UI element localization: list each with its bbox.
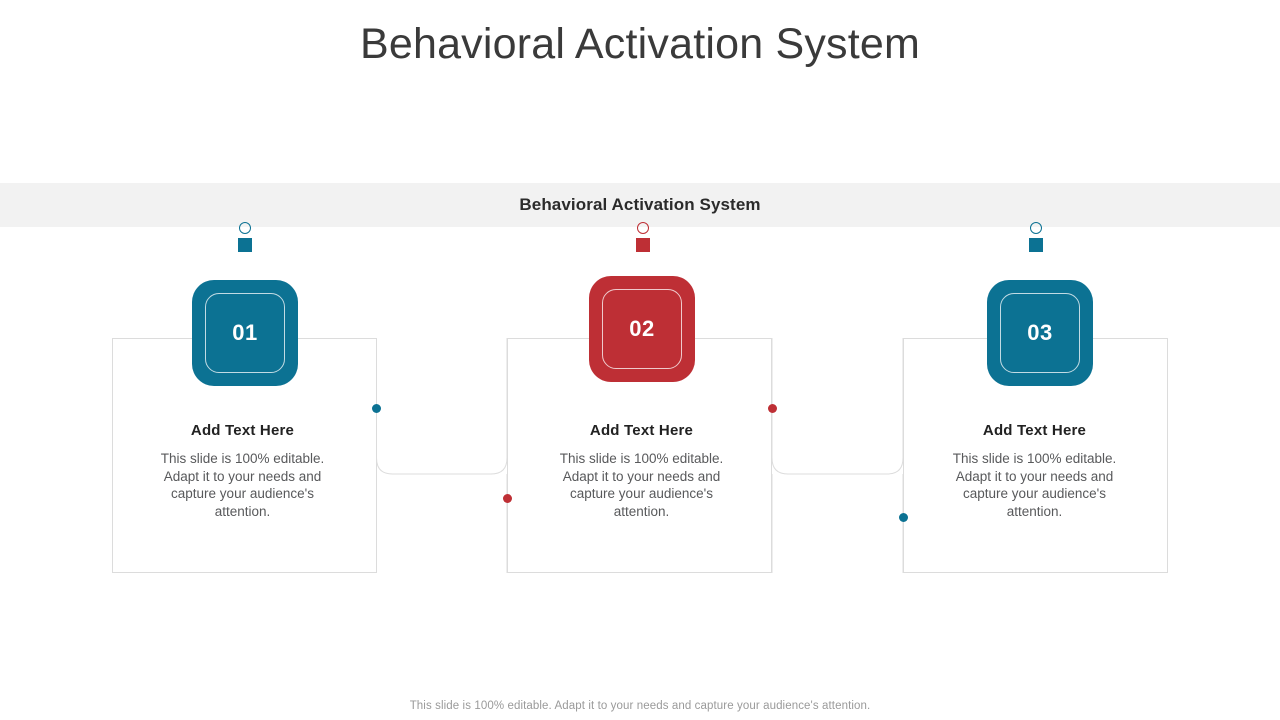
connector-path-2-3 <box>771 338 904 475</box>
page-title: Behavioral Activation System <box>359 20 921 68</box>
circle-outline-icon <box>637 222 649 234</box>
circle-outline-icon <box>239 222 251 234</box>
number-label-03: 03 <box>1027 320 1053 345</box>
dot-card3-left <box>899 513 908 522</box>
number-label-02: 02 <box>629 316 655 341</box>
tile-inner-ring <box>205 293 285 373</box>
number-tile-03[interactable]: 03 <box>987 280 1093 386</box>
number-tile-01[interactable]: 01 <box>192 280 298 386</box>
dot-card1-right <box>372 404 381 413</box>
card-body-01: This slide is 100% editable. Adapt it to… <box>160 451 325 519</box>
section-banner-title: Behavioral Activation System <box>519 195 761 214</box>
card-heading-02: Add Text Here <box>589 422 694 439</box>
number-tile-02[interactable]: 02 <box>589 276 695 382</box>
footer-note: This slide is 100% editable. Adapt it to… <box>409 700 871 712</box>
card-body-02: This slide is 100% editable. Adapt it to… <box>559 451 724 519</box>
connector-path-1-2 <box>376 338 508 475</box>
card-heading-01: Add Text Here <box>190 422 295 439</box>
circle-outline-icon <box>1030 222 1042 234</box>
section-banner: Behavioral Activation System <box>0 183 1280 227</box>
card-heading-03: Add Text Here <box>982 422 1087 439</box>
tile-inner-ring <box>1000 293 1080 373</box>
dot-card2-left <box>503 494 512 503</box>
square-filled-icon <box>636 238 650 252</box>
tile-inner-ring <box>602 289 682 369</box>
card-body-03: This slide is 100% editable. Adapt it to… <box>952 451 1117 519</box>
number-label-01: 01 <box>232 320 258 345</box>
dot-card2-right <box>768 404 777 413</box>
square-filled-icon <box>1029 238 1043 252</box>
square-filled-icon <box>238 238 252 252</box>
